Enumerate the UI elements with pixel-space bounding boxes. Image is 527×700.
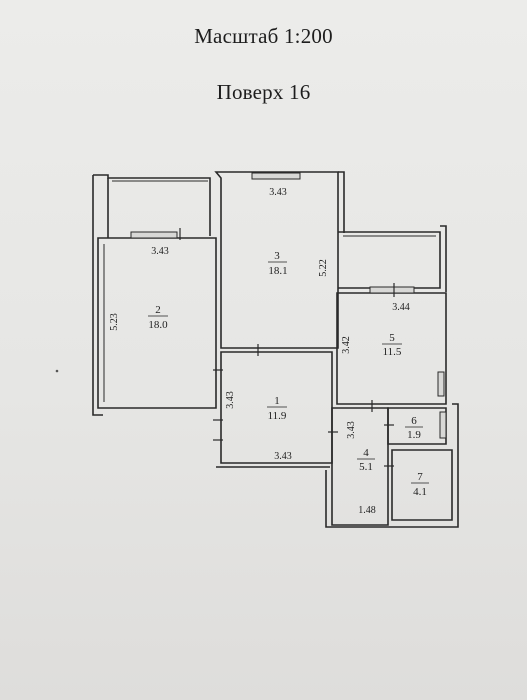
- room-5-area: 11.5: [383, 346, 402, 358]
- room-7-outline: [391, 449, 453, 521]
- room-6-outline: [387, 407, 447, 445]
- window-room-5: [369, 286, 415, 294]
- balcony-right-outline: [338, 231, 441, 289]
- dim-room1-length: 3.43: [225, 391, 236, 409]
- dim-room1-width: 3.43: [274, 451, 292, 462]
- room-7-area: 4.1: [413, 486, 427, 498]
- window-room-3: [251, 172, 301, 180]
- room-4-area: 5.1: [359, 461, 373, 473]
- room-4-number: 4: [363, 447, 369, 459]
- walls: [92, 171, 459, 528]
- dim-balcony-width: 3.43: [151, 246, 169, 257]
- balcony-left-outline: [93, 174, 211, 236]
- dim-hall-width: 1.48: [358, 505, 376, 516]
- room-7-number: 7: [417, 471, 423, 483]
- window-room-5-side: [437, 371, 445, 397]
- room-6-number: 6: [411, 415, 417, 427]
- room-3-area: 18.1: [268, 265, 287, 277]
- room-1-outline: [220, 351, 333, 464]
- room-labels: 3 18.1 2 18.0 5 11.5 1 11.9 6 1.9 4 5.1 …: [148, 250, 429, 498]
- outer-right-wall: [325, 403, 459, 528]
- room-3-number: 3: [274, 250, 280, 262]
- dimension-labels: 3.43 3.43 5.22 5.23 3.44 3.42 3.43 3.43 …: [109, 187, 410, 516]
- dim-room2-length: 5.23: [109, 313, 120, 331]
- windows: [130, 172, 447, 439]
- hall-4-outline: [331, 407, 389, 526]
- dim-room3-length: 5.22: [318, 259, 329, 277]
- room-1-area: 11.9: [268, 410, 287, 422]
- window-room-6-side: [439, 411, 447, 439]
- balcony-right-outer: [440, 225, 447, 292]
- room-3-outer-right: [338, 171, 345, 233]
- paper-speck: [55, 369, 59, 373]
- door-marks: [179, 228, 395, 467]
- outer-left-wall: [92, 175, 103, 416]
- dim-room5-width: 3.44: [392, 302, 410, 313]
- dim-hall-length: 3.43: [346, 421, 357, 439]
- window-room-2: [130, 231, 178, 239]
- room-2-number: 2: [155, 304, 161, 316]
- floor-label: Поверх 16: [216, 80, 311, 104]
- room-3-outline: [214, 171, 339, 349]
- room-5-number: 5: [389, 332, 395, 344]
- dim-room3-top-width: 3.43: [269, 187, 287, 198]
- room-6-area: 1.9: [407, 429, 421, 441]
- scale-label: Масштаб 1:200: [194, 24, 333, 48]
- room-2-area: 18.0: [148, 319, 168, 331]
- dim-room5-length: 3.42: [341, 336, 352, 354]
- room-1-number: 1: [274, 395, 280, 407]
